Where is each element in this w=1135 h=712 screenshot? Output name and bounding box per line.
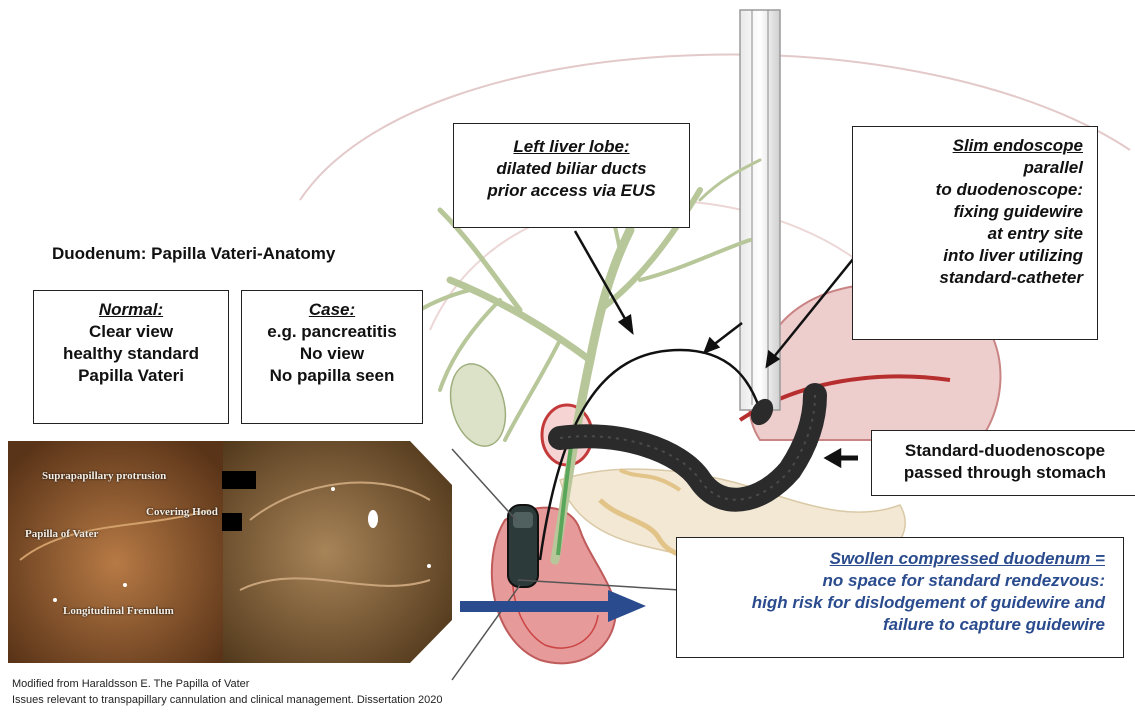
case-header: Case: xyxy=(242,299,422,321)
normal-line: Papilla Vateri xyxy=(34,365,228,387)
case-line: No view xyxy=(242,343,422,365)
liver-line: prior access via EUS xyxy=(454,180,689,202)
photo-highlight xyxy=(368,510,378,528)
case-view-box: Case: e.g. pancreatitis No view No papil… xyxy=(241,290,423,424)
credit-line: Issues relevant to transpapillary cannul… xyxy=(12,692,442,708)
normal-line: healthy standard xyxy=(34,343,228,365)
esophagus-tube xyxy=(740,10,780,410)
slim-endoscope-box: Slim endoscope parallel to duodenoscope:… xyxy=(852,126,1098,340)
slim-line: at entry site xyxy=(853,223,1083,245)
liver-line: dilated biliar ducts xyxy=(454,158,689,180)
photo-highlight xyxy=(331,487,335,491)
connector-line xyxy=(452,449,517,521)
slim-line: to duodenoscope: xyxy=(853,179,1083,201)
photo-highlight xyxy=(123,583,127,587)
liver-lobe-box: Left liver lobe: dilated biliar ducts pr… xyxy=(453,123,690,228)
diagram-heading: Duodenum: Papilla Vateri-Anatomy xyxy=(52,244,335,264)
photo-highlight xyxy=(427,564,431,568)
slim-header: Slim endoscope xyxy=(853,135,1083,157)
swollen-duodenum-box: Swollen compressed duodenum = no space f… xyxy=(676,537,1124,658)
slim-line: parallel xyxy=(853,157,1083,179)
slim-line: into liver utilizing xyxy=(853,245,1083,267)
gallbladder xyxy=(442,358,514,453)
label-covering-hood: Covering Hood xyxy=(146,506,218,518)
photo-highlight xyxy=(53,598,57,602)
normal-view-box: Normal: Clear view healthy standard Papi… xyxy=(33,290,229,424)
duodenoscope-line: passed through stomach xyxy=(872,462,1135,484)
slim-line: fixing guidewire xyxy=(853,201,1083,223)
photo-case-frame xyxy=(223,441,452,663)
credit-line: Modified from Haraldsson E. The Papilla … xyxy=(12,676,442,692)
swollen-line: no space for standard rendezvous: xyxy=(677,570,1105,592)
slim-line: standard-catheter xyxy=(853,267,1083,289)
swollen-line: high risk for dislodgement of guidewire … xyxy=(677,592,1105,614)
swollen-line: failure to capture guidewire xyxy=(677,614,1105,636)
duodenoscope-box: Standard-duodenoscope passed through sto… xyxy=(871,430,1135,496)
label-suprapapillary: Suprapapillary protrusion xyxy=(42,470,166,482)
photo-redaction xyxy=(222,513,242,531)
label-frenulum: Longitudinal Frenulum xyxy=(63,605,174,617)
normal-line: Clear view xyxy=(34,321,228,343)
normal-header: Normal: xyxy=(34,299,228,321)
label-papilla: Papilla of Vater xyxy=(25,528,98,540)
liver-header: Left liver lobe: xyxy=(454,136,689,158)
source-credit: Modified from Haraldsson E. The Papilla … xyxy=(12,676,442,708)
case-line: e.g. pancreatitis xyxy=(242,321,422,343)
photo-redaction xyxy=(222,471,256,489)
case-line: No papilla seen xyxy=(242,365,422,387)
duodenoscope-line: Standard-duodenoscope xyxy=(872,440,1135,462)
swollen-header: Swollen compressed duodenum = xyxy=(677,548,1105,570)
